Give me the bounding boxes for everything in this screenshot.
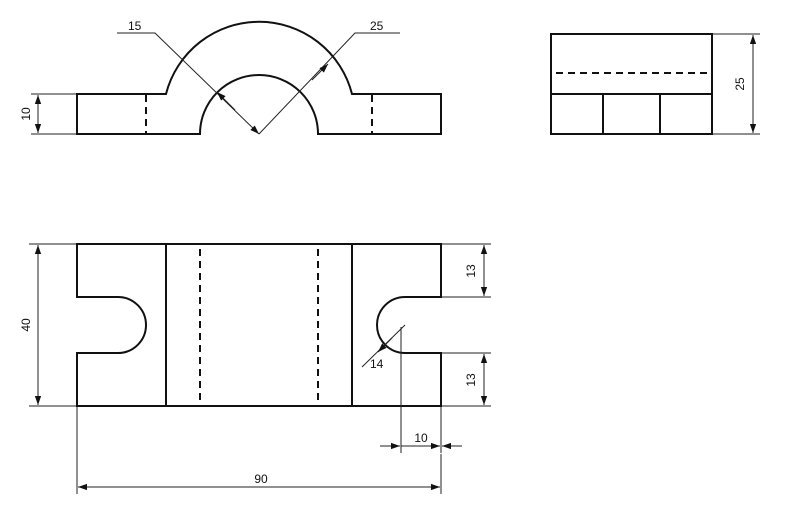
front-view: 15 25 10	[19, 19, 442, 135]
radius-25-leader	[258, 32, 400, 135]
top-view-outline	[76, 243, 442, 407]
radius-14-arrow	[377, 337, 393, 353]
length-90-label: 90	[254, 472, 268, 486]
gap-13-bottom-label: 13	[464, 373, 478, 387]
width-40-label: 40	[19, 318, 33, 332]
radius-25-label: 25	[370, 19, 384, 33]
side-view: 25	[550, 33, 760, 135]
height-25-label: 25	[733, 77, 747, 91]
top-view: 40 13 13 14 10 90	[19, 243, 491, 494]
height-10-label: 10	[19, 107, 33, 121]
radius-15-label: 15	[128, 19, 142, 33]
offset-10-label: 10	[414, 431, 428, 445]
gap-13-top-label: 13	[464, 264, 478, 278]
side-view-outline	[550, 33, 713, 135]
radius-15-leader	[117, 32, 260, 135]
radius-15-arrow	[216, 91, 236, 111]
front-view-outline	[76, 20, 442, 135]
radius-14-label: 14	[370, 357, 384, 371]
radius-25-arrow	[311, 63, 329, 81]
